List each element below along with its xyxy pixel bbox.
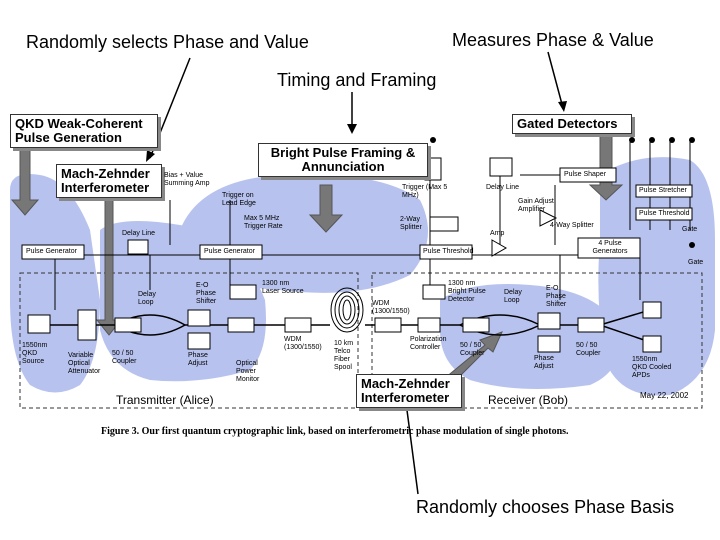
label-delay-loop-rx: Delay Loop xyxy=(504,289,522,304)
label-four-way-splitter: 4-Way Splitter xyxy=(550,222,594,229)
label-power-monitor: Optical Power Monitor xyxy=(236,360,260,383)
blob-mz-rx xyxy=(440,284,621,389)
label-pulse-shaper: Pulse Shaper xyxy=(564,171,607,178)
label-bright-detector: 1300 nm Bright Pulse Detector xyxy=(448,280,486,303)
delay-top-box xyxy=(489,157,513,177)
coupler-rx1-box xyxy=(462,317,490,333)
bright-pulse-box: Bright Pulse Framing & Annunciation xyxy=(258,143,428,177)
label-transmitter: Transmitter (Alice) xyxy=(116,393,214,407)
wdm-tx-box xyxy=(284,317,312,333)
pulse-shaper-box xyxy=(559,167,617,183)
fiber-spool xyxy=(330,287,364,333)
label-pulse-threshold-r: Pulse Threshold xyxy=(639,210,690,217)
arrowhead-selects xyxy=(146,150,155,162)
qkd-weak-coherent-box: QKD Weak-Coherent Pulse Generation xyxy=(10,114,158,148)
callout-phase-basis: Randomly chooses Phase Basis xyxy=(416,497,675,517)
label-delay-line-top: Delay Line xyxy=(486,184,520,191)
pulse-generator-box-2 xyxy=(199,244,263,260)
label-wdm-tx: WDM (1300/1550) xyxy=(284,336,322,351)
label-delay-line-left: Delay Line xyxy=(122,230,156,237)
label-variable-att: Variable Optical Attenuator xyxy=(68,352,101,375)
gain-amp-triangle xyxy=(539,209,558,227)
pulse-stretcher-box xyxy=(635,184,693,198)
label-phase-adjust-tx: Phase Adjust xyxy=(188,352,208,367)
grey-arrow-bright xyxy=(308,184,344,233)
label-splitter-2way: 2-Way Splitter xyxy=(400,216,422,231)
source-box xyxy=(27,314,51,334)
label-trigger-leading: Trigger on Lead Edge xyxy=(222,192,256,207)
label-coupler-rx2: 50 / 50 Coupler xyxy=(576,342,601,357)
label-gain-adjust: Gain Adjust Amplifier xyxy=(518,198,554,213)
frame-bob xyxy=(371,272,703,409)
eo-tx-box xyxy=(187,309,211,327)
callout-timing-framing: Timing and Framing xyxy=(277,70,437,90)
phase-tx-box xyxy=(187,332,211,350)
laser-box xyxy=(229,284,257,300)
callout-measures-phase-value: Measures Phase & Value xyxy=(452,30,654,50)
polarization-box xyxy=(417,317,441,333)
pulse-generator-box-1 xyxy=(21,244,85,260)
label-date: May 22, 2002 xyxy=(640,391,689,400)
phase-rx-box xyxy=(537,335,561,353)
label-eo-phase-rx: E-O Phase Shifter xyxy=(546,285,567,308)
label-four-pulse-gen: 4 Pulse Generators xyxy=(592,240,628,255)
arrow-measures xyxy=(547,51,564,109)
label-eo-phase-tx: E-O Phase Shifter xyxy=(196,282,217,305)
attenuator-box xyxy=(77,309,97,341)
bright-det-box xyxy=(422,284,446,300)
arrowhead-measures xyxy=(558,101,567,112)
apd-box-1 xyxy=(642,301,662,319)
splitter-box xyxy=(429,216,459,232)
label-amp: Amp xyxy=(490,230,505,237)
label-pulse-stretcher: Pulse Stretcher xyxy=(639,187,687,194)
frame-alice xyxy=(19,272,359,409)
figure-caption: Figure 3. Our first quantum cryptographi… xyxy=(101,426,569,437)
label-laser-1300: 1300 nm Laser Source xyxy=(262,280,304,295)
label-bias-value: Bias + Value Summing Amp xyxy=(164,172,210,187)
four-pulse-gen-box xyxy=(577,237,641,259)
label-apd: 1550nm QKD Cooled APDs xyxy=(632,356,672,379)
label-delay-loop-tx: Delay Loop xyxy=(138,291,156,306)
gated-detectors-box: Gated Detectors xyxy=(512,114,632,134)
label-wdm-rx: WDM (1300/1550) xyxy=(372,300,410,315)
label-coupler-tx: 50 / 50 Coupler xyxy=(112,350,137,365)
wdm-rx-box xyxy=(374,317,402,333)
blob-bright xyxy=(180,174,428,293)
pulse-threshold-r-box xyxy=(635,207,693,221)
coupler-tx-box xyxy=(114,317,142,333)
label-phase-adjust-rx: Phase Adjust xyxy=(534,355,554,370)
coupler-tx2-box xyxy=(227,317,255,333)
label-gate-2: Gate xyxy=(688,259,704,266)
arrowhead-timing xyxy=(347,124,357,134)
pulse-threshold-box xyxy=(419,244,473,260)
label-trigger-max: Trigger (Max 5 MHz) xyxy=(402,184,448,199)
label-pulse-generator-2: Pulse Generator xyxy=(204,248,255,255)
arrow-phase-basis xyxy=(404,394,419,495)
label-qkd-source: 1550nm QKD Source xyxy=(22,342,48,365)
amp-triangle xyxy=(491,239,508,257)
label-pulse-generator-1: Pulse Generator xyxy=(26,248,77,255)
delay-line-box xyxy=(127,239,149,255)
mach-zehnder-rx-box: Mach-Zehnder Interferometer xyxy=(356,374,462,408)
label-receiver: Receiver (Bob) xyxy=(488,393,569,407)
callout-selects-phase-value: Randomly selects Phase and Value xyxy=(26,32,309,52)
eo-rx-box xyxy=(537,312,561,330)
label-coupler-rx1: 50 / 50 Coupler xyxy=(460,342,485,357)
label-trigger-rate: Max 5 MHz Trigger Rate xyxy=(244,215,283,230)
mach-zehnder-tx-box: Mach-Zehnder Interferometer xyxy=(56,164,162,198)
coupler-rx2-box xyxy=(577,317,605,333)
apd-box-2 xyxy=(642,335,662,353)
label-fiber: 10 km Telco Fiber Spool xyxy=(334,340,354,371)
label-pulse-threshold: Pulse Threshold xyxy=(423,248,474,255)
grey-arrow-qkd xyxy=(10,149,40,216)
label-polarization: Polarization Controller xyxy=(410,336,447,351)
label-gate: Gate xyxy=(682,226,698,233)
